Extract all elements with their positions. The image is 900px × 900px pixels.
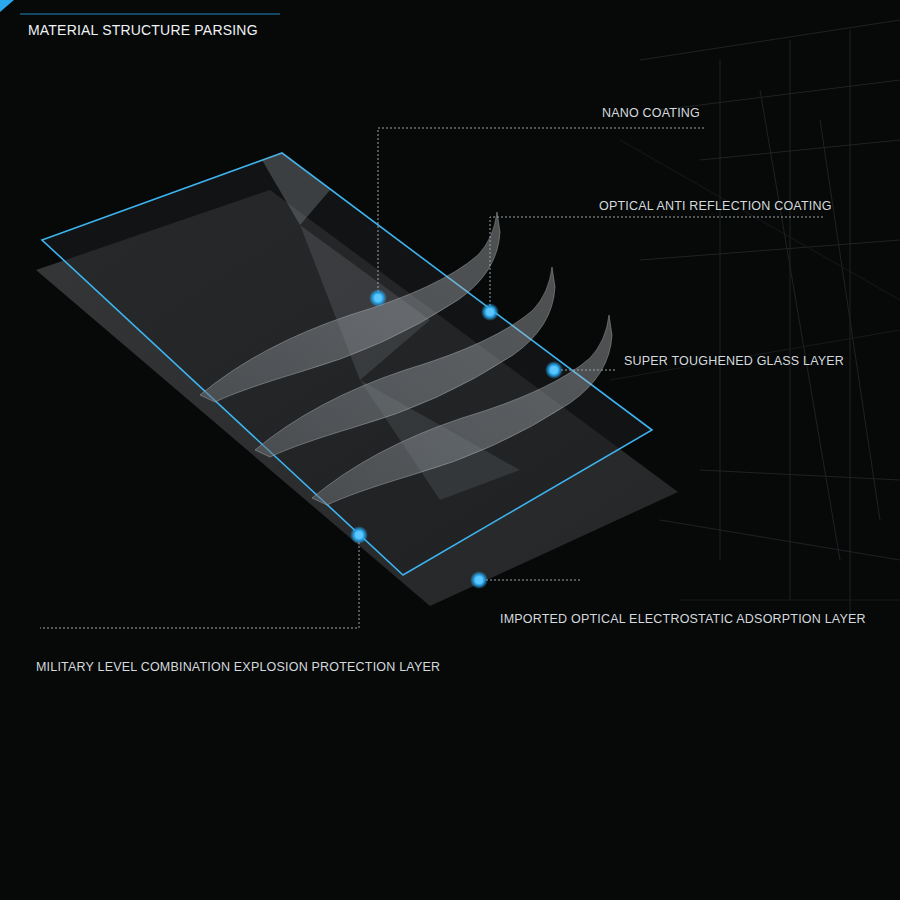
layer-label: NANO COATING (600, 106, 702, 121)
callout-dots (350, 289, 563, 589)
reflection (262, 153, 330, 225)
glass-panel (42, 153, 652, 575)
layer-label: MILITARY LEVEL COMBINATION EXPLOSION PRO… (34, 660, 442, 675)
layer-label: SUPER TOUGHENED GLASS LAYER (622, 354, 846, 369)
layer-label: OPTICAL ANTI REFLECTION COATING (597, 199, 834, 214)
curled-layers (200, 212, 612, 505)
accent-line (20, 14, 280, 15)
page-title: MATERIAL STRUCTURE PARSING (26, 22, 260, 39)
accent-triangle (0, 0, 14, 12)
layer-label: IMPORTED OPTICAL ELECTROSTATIC ADSORPTIO… (498, 612, 868, 627)
